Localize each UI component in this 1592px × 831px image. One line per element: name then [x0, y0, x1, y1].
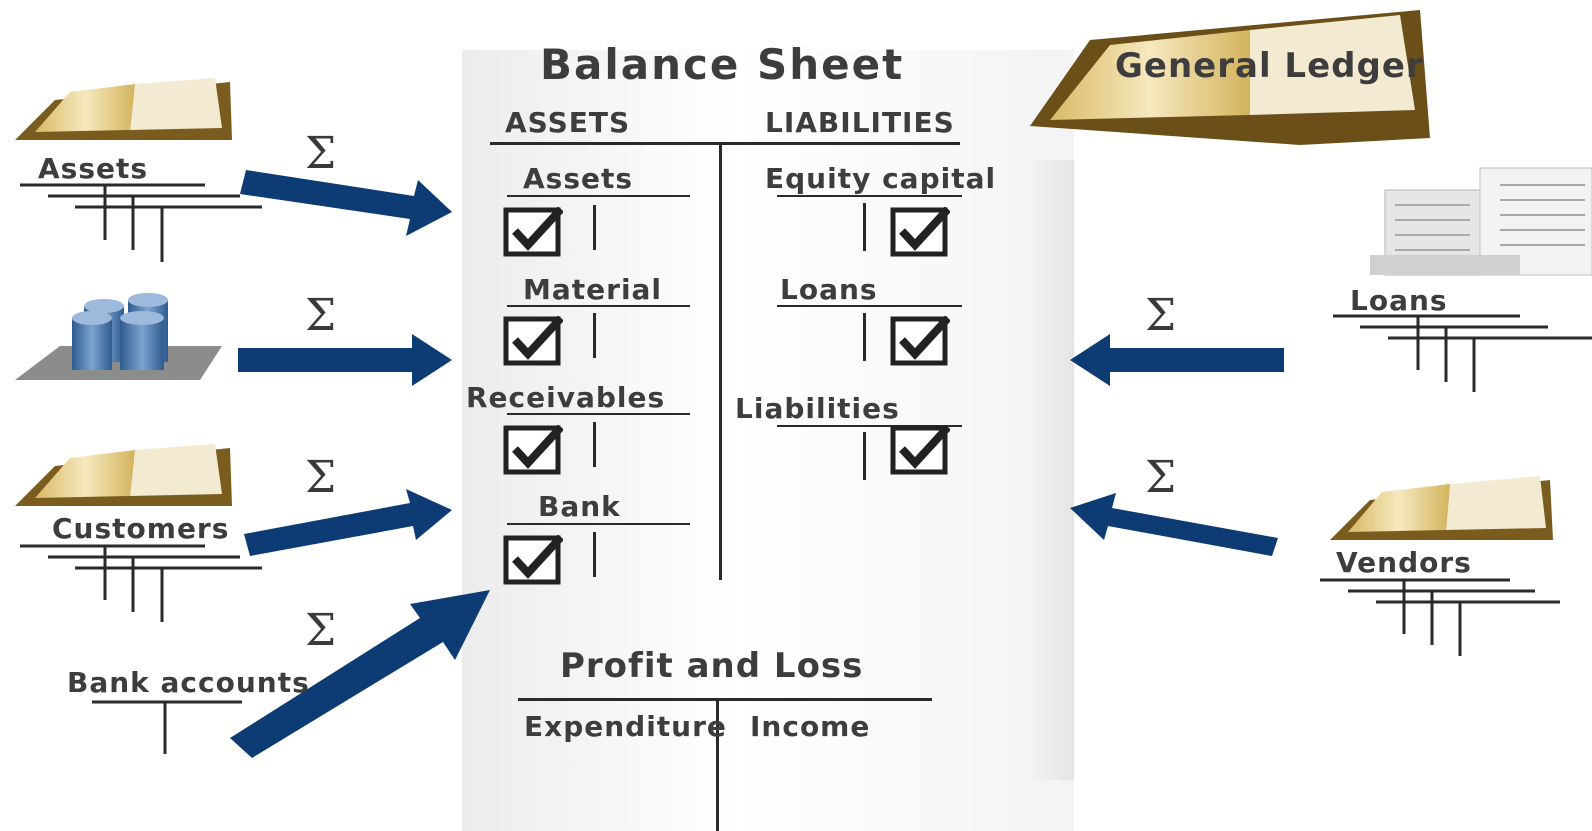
source-label-bank-accounts: Bank accounts	[67, 666, 310, 699]
liability-account-stem	[863, 313, 866, 361]
t-account-loans-lines	[1333, 314, 1592, 392]
general-ledger-label: General Ledger	[1115, 46, 1424, 86]
material-stock-icon	[15, 293, 222, 380]
expenditure-label: Expenditure	[524, 710, 727, 743]
general-ledger-book-icon	[1030, 10, 1430, 145]
source-label-assets: Assets	[38, 152, 149, 185]
checkbox-checked-icon	[503, 316, 563, 366]
liability-account-line	[777, 305, 962, 307]
arrow-left-loans	[1070, 334, 1284, 386]
source-label-loans: Loans	[1350, 284, 1448, 317]
balance-sheet-t-top	[490, 142, 960, 145]
arrow-up-right-bank	[230, 590, 490, 758]
checkbox-checked-icon	[503, 425, 563, 475]
asset-account-stem	[593, 422, 596, 467]
profit-loss-t-top	[518, 698, 932, 701]
sigma-icon: Σ	[1145, 452, 1177, 503]
source-label-customers: Customers	[52, 512, 230, 545]
checkbox-checked-icon	[503, 207, 563, 257]
checkbox-checked-icon	[890, 316, 950, 366]
ledger-book-icon	[15, 78, 232, 140]
bank-building-icon	[1370, 167, 1592, 276]
arrow-right-material	[238, 334, 452, 386]
asset-account-assets: Assets	[523, 162, 634, 195]
asset-account-bank: Bank	[538, 490, 621, 523]
asset-account-stem	[593, 532, 596, 577]
liability-account-stem	[863, 203, 866, 251]
asset-account-line	[507, 305, 690, 307]
asset-account-stem	[593, 205, 596, 250]
sigma-icon: Σ	[305, 128, 337, 179]
t-account-assets-lines	[20, 183, 262, 262]
t-account-bank-lines	[92, 700, 242, 754]
liability-account-line	[777, 425, 962, 427]
t-account-customers-lines	[20, 544, 262, 622]
assets-header: ASSETS	[505, 106, 631, 139]
ledger-book-icon	[1330, 476, 1553, 540]
profit-loss-t-stem	[716, 700, 719, 831]
arrow-right-customers	[244, 489, 452, 556]
liabilities-header: LIABILITIES	[765, 106, 955, 139]
liability-account-loans: Loans	[780, 273, 878, 306]
income-label: Income	[750, 710, 871, 743]
checkbox-checked-icon	[890, 425, 950, 475]
asset-account-line	[507, 195, 690, 197]
sigma-icon: Σ	[305, 290, 337, 341]
balance-sheet-title: Balance Sheet	[540, 40, 905, 89]
asset-account-receivables: Receivables	[466, 381, 666, 414]
arrow-left-vendors	[1070, 493, 1278, 556]
liability-account-stem	[863, 432, 866, 480]
liability-account-liabilities: Liabilities	[735, 392, 900, 425]
asset-account-line	[507, 523, 690, 525]
panel-shade	[1028, 160, 1074, 780]
ledger-book-icon	[15, 444, 232, 506]
balance-sheet-t-stem	[719, 144, 722, 580]
asset-account-stem	[593, 313, 596, 358]
arrow-right-assets	[240, 170, 452, 236]
sigma-icon: Σ	[305, 605, 337, 656]
checkbox-checked-icon	[503, 535, 563, 585]
checkbox-checked-icon	[890, 207, 950, 257]
asset-account-line	[507, 413, 690, 415]
t-account-vendors-lines	[1320, 578, 1560, 656]
liability-account-line	[777, 195, 962, 197]
liability-account-equity-capital: Equity capital	[765, 162, 997, 195]
asset-account-material: Material	[523, 273, 663, 306]
source-label-vendors: Vendors	[1336, 546, 1472, 579]
sigma-icon: Σ	[305, 452, 337, 503]
sigma-icon: Σ	[1145, 290, 1177, 341]
profit-loss-title: Profit and Loss	[560, 646, 864, 686]
